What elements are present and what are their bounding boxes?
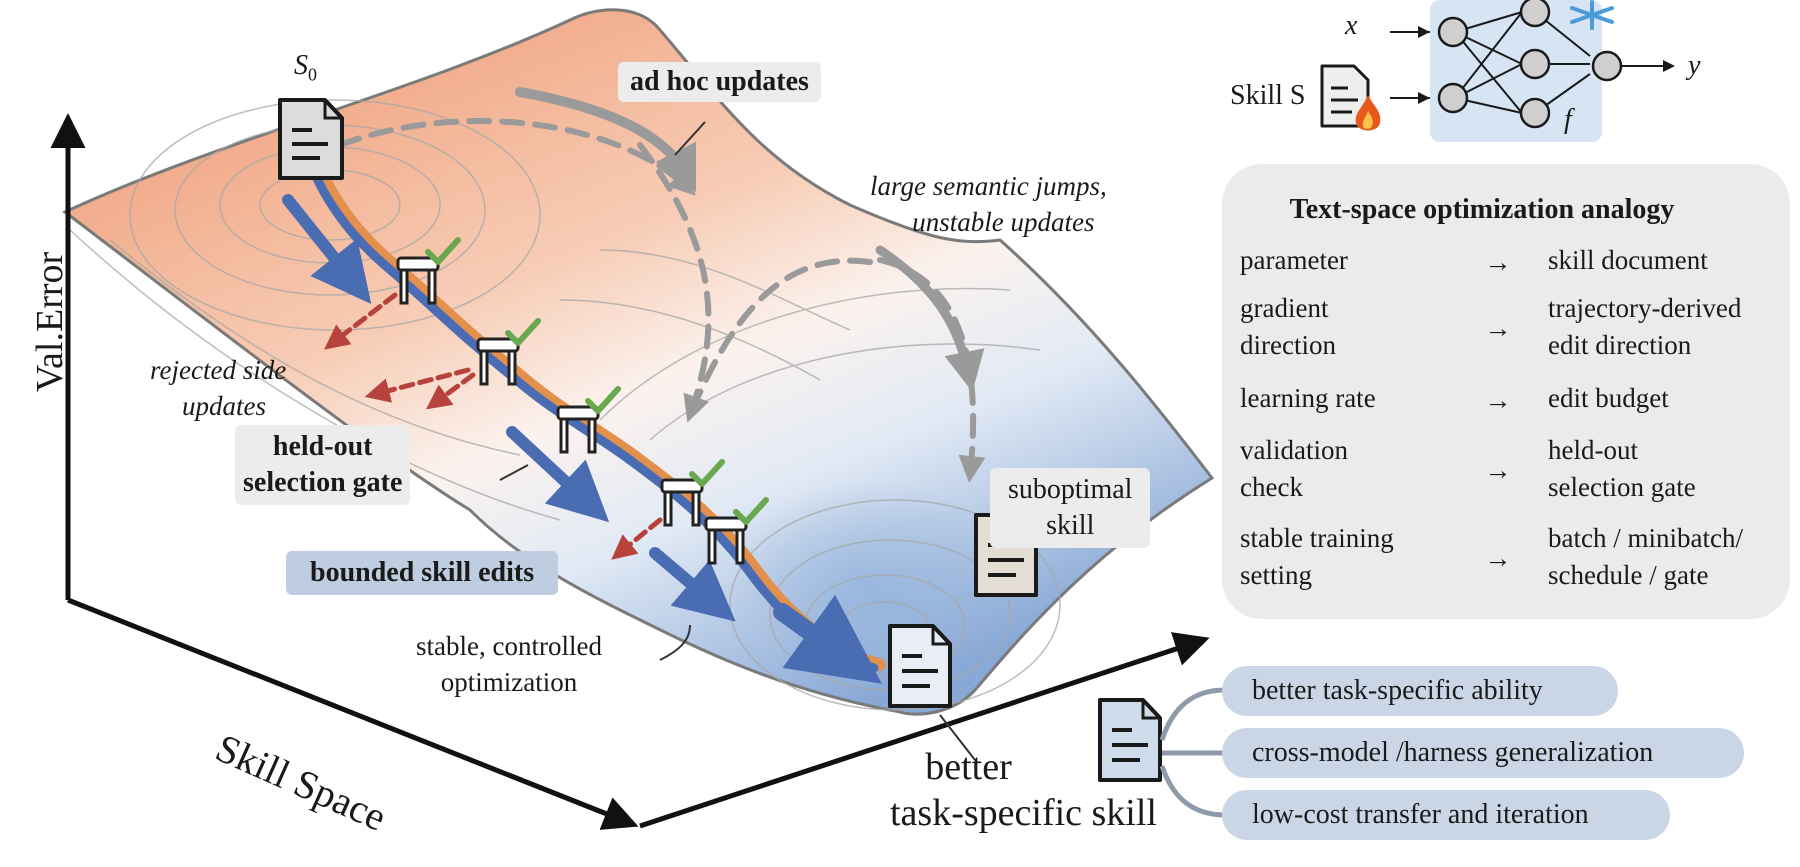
start-label: S0 <box>294 50 317 86</box>
benefit-pill-transfer: low-cost transfer and iteration <box>1222 790 1670 840</box>
text-line: schedule / gate <box>1548 560 1709 590</box>
output-y-text: y <box>1688 50 1701 81</box>
analogy-row-learning-rate: learning rate → edit budget <box>1240 380 1780 417</box>
bounded-callout: bounded skill edits <box>286 551 559 595</box>
param-line: learning rate <box>1240 383 1376 413</box>
benefit-pill-ability: better task-specific ability <box>1222 666 1618 716</box>
benefit-text: better task-specific ability <box>1252 675 1543 706</box>
analogy-text: edit budget <box>1548 380 1788 417</box>
subopt-line-1: suboptimal <box>1008 474 1133 505</box>
analogy-arrow: → <box>1484 247 1512 277</box>
gate-4 <box>660 478 704 527</box>
analogy-panel: Text-space optimization analogy paramete… <box>1222 164 1790 619</box>
analogy-param: gradient direction <box>1240 290 1460 364</box>
subopt-line-2: skill <box>1046 510 1095 541</box>
analogy-row-stable: stable training setting → batch / miniba… <box>1240 520 1780 594</box>
doc-optimal-icon <box>888 624 952 708</box>
rejected-line-1: rejected side <box>150 355 287 385</box>
analogy-text: trajectory-derived edit direction <box>1548 290 1788 364</box>
large-jumps-line-1: large semantic jumps, <box>870 171 1107 201</box>
large-jumps-callout: large semantic jumps, unstable updates <box>870 168 1107 240</box>
large-jumps-line-2: unstable updates <box>912 207 1095 237</box>
analogy-row-validation: validation check → held-out selection ga… <box>1240 432 1780 506</box>
snowflake-icon <box>1570 0 1614 30</box>
benefit-text: cross-model /harness generalization <box>1252 737 1654 768</box>
check-icons <box>425 237 769 525</box>
param-line: gradient <box>1240 293 1329 323</box>
gate-line-2: selection gate <box>243 467 403 498</box>
bounded-text: bounded skill edits <box>310 557 535 588</box>
leader-lines <box>499 121 976 761</box>
ad-hoc-text: ad hoc updates <box>630 66 809 97</box>
start-label-sub: 0 <box>308 64 317 85</box>
ad-hoc-callout: ad hoc updates <box>618 62 821 102</box>
param-line: stable training <box>1240 523 1394 553</box>
analogy-text: skill document <box>1548 242 1788 279</box>
axes <box>50 113 1210 830</box>
benefit-pill-generalization: cross-model /harness generalization <box>1222 728 1744 778</box>
benefit-connectors <box>1159 687 1226 818</box>
fire-icon <box>1355 95 1381 131</box>
network-func: f <box>1564 104 1572 136</box>
text-line: skill document <box>1548 245 1708 275</box>
analogy-param: learning rate <box>1240 380 1460 417</box>
arrowheads-network <box>1418 26 1675 104</box>
network-output-y: y <box>1688 50 1700 82</box>
param-line: setting <box>1240 560 1312 590</box>
rejected-update-arrows <box>324 292 663 560</box>
better-line-2: task-specific skill <box>890 792 1157 834</box>
gate-line-1: held-out <box>272 431 373 462</box>
network-nodes <box>1437 0 1623 129</box>
analogy-param: validation check <box>1240 432 1460 506</box>
gate-callout: held-out selection gate <box>235 425 411 505</box>
doc-start-icon <box>278 98 344 180</box>
input-skill-text: Skill S <box>1230 80 1306 111</box>
text-line: batch / minibatch/ <box>1548 523 1743 553</box>
axis-y-text: Val.Error <box>29 251 71 393</box>
trajectory-blue <box>307 163 879 673</box>
analogy-arrow: → <box>1484 313 1512 343</box>
analogy-row-gradient: gradient direction → trajectory-derived … <box>1240 290 1780 364</box>
analogy-arrow: → <box>1484 385 1512 415</box>
analogy-arrow: → <box>1484 543 1512 573</box>
text-line: held-out <box>1548 435 1638 465</box>
rejected-callout: rejected side updates <box>150 352 286 424</box>
text-line: trajectory-derived <box>1548 293 1742 323</box>
analogy-row-parameter: parameter → skill document <box>1240 242 1780 279</box>
stable-line-1: stable, controlled <box>416 631 602 661</box>
text-line: edit direction <box>1548 330 1692 360</box>
analogy-param: parameter <box>1240 242 1460 279</box>
doc-benefit-icon <box>1098 698 1162 782</box>
func-text: f <box>1564 104 1572 135</box>
param-line: parameter <box>1240 245 1348 275</box>
axis-y-label: Val.Error <box>28 242 72 402</box>
better-line-1: better <box>925 746 1012 788</box>
network-input-skill: Skill S <box>1230 80 1305 112</box>
better-skill-callout: better task-specific skill <box>890 744 1157 836</box>
analogy-param: stable training setting <box>1240 520 1460 594</box>
text-line: edit budget <box>1548 383 1669 413</box>
network-input-x: x <box>1345 10 1357 42</box>
suboptimal-callout: suboptimal skill <box>990 468 1151 548</box>
analogy-text: batch / minibatch/ schedule / gate <box>1548 520 1788 594</box>
param-line: check <box>1240 472 1303 502</box>
benefit-text: low-cost transfer and iteration <box>1252 799 1589 830</box>
param-line: validation <box>1240 435 1348 465</box>
bounded-edit-arrows <box>282 194 882 684</box>
rejected-line-2: updates <box>182 391 266 421</box>
analogy-text: held-out selection gate <box>1548 432 1788 506</box>
network-panel <box>1430 0 1602 142</box>
analogy-arrow: → <box>1484 455 1512 485</box>
stable-callout: stable, controlled optimization <box>416 628 602 700</box>
input-x-text: x <box>1345 10 1358 41</box>
text-line: selection gate <box>1548 472 1696 502</box>
trajectory-orange <box>312 159 886 671</box>
param-line: direction <box>1240 330 1336 360</box>
analogy-title: Text-space optimization analogy <box>1289 194 1675 225</box>
unstable-updates-arrows <box>337 87 986 484</box>
stable-line-2: optimization <box>440 667 578 697</box>
start-label-s: S <box>294 50 308 81</box>
